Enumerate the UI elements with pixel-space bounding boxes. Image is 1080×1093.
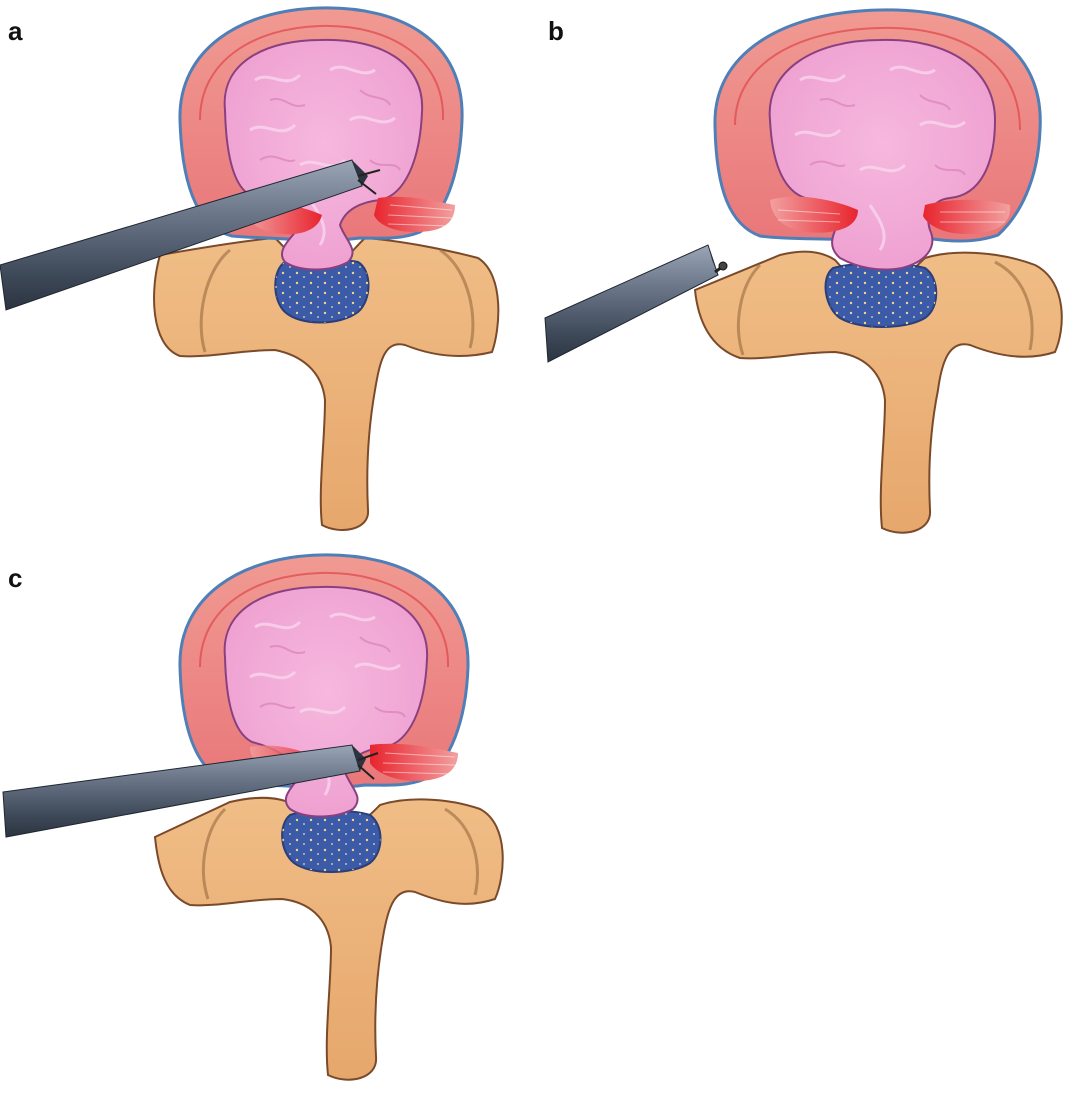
vertebra-illustration-c bbox=[0, 547, 540, 1093]
panel-c: c bbox=[0, 547, 540, 1093]
vertebra-illustration-b bbox=[540, 0, 1080, 546]
vertebra-illustration-a bbox=[0, 0, 540, 546]
panel-b: b bbox=[540, 0, 1080, 546]
panel-a: a bbox=[0, 0, 540, 546]
